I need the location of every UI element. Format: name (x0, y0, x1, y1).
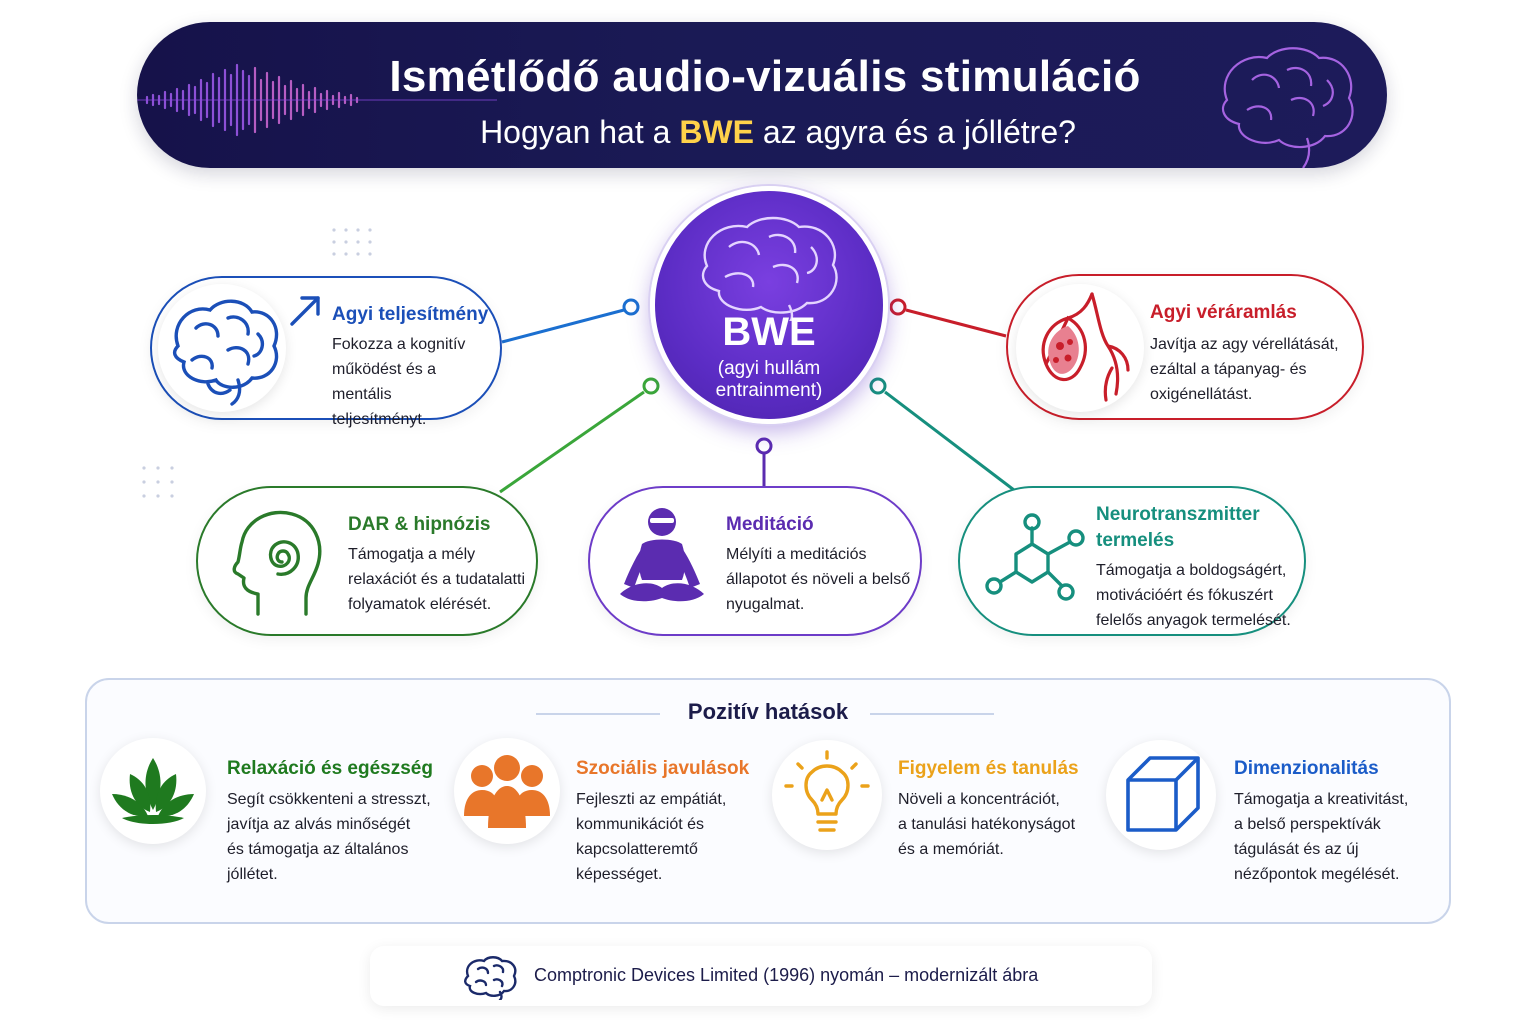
sound-wave-icon (137, 63, 497, 137)
effect-title: Dimenzionalitás (1234, 758, 1379, 779)
subtitle-post: az agyra és a jóllétre? (753, 114, 1076, 150)
feature-title: Neurotranszmitter termelés (1096, 502, 1260, 554)
feature-desc: Támogatja a mély relaxációt és a tudatal… (348, 542, 525, 617)
footer-brain-icon (464, 956, 517, 1000)
feature-card-neurotranszmitter: Neurotranszmitter termelés Támogatja a b… (958, 486, 1306, 636)
feature-desc-line: relaxációt és a tudatalatti (348, 571, 525, 588)
decorative-dots (332, 228, 372, 256)
effect-desc-line: kommunikációt és (576, 816, 705, 833)
effect-desc: Segít csökkenteni a stresszt, javítja az… (227, 787, 431, 887)
subtitle-highlight: BWE (679, 114, 754, 150)
connector-neurotranszmitter (884, 390, 1015, 492)
effect-desc: Fejleszti az empátiát, kommunikációt és … (576, 787, 726, 887)
lotus-icon-disc (100, 738, 206, 844)
effect-desc-line: képességet. (576, 866, 663, 883)
effect-desc-line: Segít csökkenteni a stresszt, (227, 791, 431, 808)
effect-title: Relaxáció és egészség (227, 758, 433, 779)
feature-card-meditacio: Meditáció Mélyíti a meditációs állapotot… (588, 486, 922, 636)
feature-desc-line: Támogatja a boldogságért, (1096, 562, 1287, 579)
effect-desc-line: Fejleszti az empátiát, (576, 791, 727, 808)
cube-icon (1126, 756, 1200, 832)
header-banner (137, 22, 1387, 168)
feature-title: Meditáció (726, 514, 814, 535)
meditation-icon (620, 508, 704, 602)
feature-desc-line: állapotot és növeli a belső (726, 571, 911, 588)
feature-card-agyi-veraramlas: Agyi véráramlás Javítja az agy vérellátá… (1006, 274, 1364, 420)
bwe-center-node (650, 186, 888, 424)
feature-title: Agyi véráramlás (1150, 302, 1297, 323)
footer-credit: Comptronic Devices Limited (1996) nyomán… (534, 965, 1039, 985)
decorative-dots (142, 466, 174, 498)
lotus-icon (112, 758, 194, 824)
feature-desc-line: Javítja az agy vérellátását, (1150, 336, 1339, 353)
connector-dar-hipnozis (499, 390, 645, 494)
effect-desc: Támogatja a kreativitást, a belső perspe… (1234, 787, 1408, 887)
blood-vessel-icon (1041, 292, 1130, 402)
molecule-icon (985, 513, 1085, 601)
center-sublabel-line1: (agyi hullám (717, 358, 821, 379)
feature-desc-line: működést és a mentális (332, 361, 437, 403)
feature-title: Agyi teljesítmény (332, 304, 489, 325)
effect-desc-line: Támogatja a kreativitást, (1234, 791, 1409, 808)
feature-desc-line: teljesítményt. (332, 411, 427, 428)
effect-desc-line: és támogatja az általános (227, 841, 409, 858)
feature-desc: Javítja az agy vérellátását, ezáltal a t… (1150, 332, 1339, 407)
feature-desc: Mélyíti a meditációs állapotot és növeli… (726, 542, 910, 617)
center-label: BWE (722, 310, 816, 354)
connector-agyi-teljesitmeny (501, 308, 625, 344)
effect-desc-line: és a memóriát. (898, 841, 1004, 858)
people-icon (464, 755, 550, 828)
brain-icon (172, 299, 279, 406)
effect-desc: Növeli a koncentrációt, a tanulási haték… (898, 787, 1075, 862)
feature-desc: Fokozza a kognitív működést és a mentáli… (332, 332, 500, 432)
arrow-up-right-icon (290, 296, 320, 326)
page-subtitle: Hogyan hat a BWE az agyra és a jóllétre? (0, 114, 1536, 151)
feature-title-line: termelés (1096, 530, 1175, 551)
effect-desc-line: kapcsolatteremtő (576, 841, 698, 858)
center-sublabel-line2: entrainment) (715, 380, 823, 401)
effects-heading: Pozitív hatások (687, 699, 849, 724)
feature-desc-line: folyamatok elérését. (348, 596, 492, 613)
effects-heading-rules (536, 713, 994, 715)
feature-card-dar-hipnozis: DAR & hipnózis Támogatja a mély relaxáci… (196, 486, 538, 636)
connector-agyi-veraramlas (905, 308, 1007, 338)
effect-desc-line: a tanulási hatékonyságot (898, 816, 1076, 833)
cube-icon-disc (1106, 740, 1216, 850)
banner-brain-icon (1221, 47, 1354, 168)
feature-desc-line: oxigénellátást. (1150, 386, 1253, 403)
blood-vessel-icon-disc (1016, 284, 1144, 412)
feature-title: DAR & hipnózis (348, 514, 491, 535)
effect-desc-line: javítja az alvás minőségét (227, 816, 411, 833)
feature-desc: Támogatja a boldogságért, motivációért é… (1096, 558, 1291, 633)
effect-desc-line: a belső perspektívák (1234, 816, 1381, 833)
subtitle-pre: Hogyan hat a (480, 114, 680, 150)
brain-icon-disc (158, 284, 286, 412)
feature-desc-line: nyugalmat. (726, 596, 805, 613)
lightbulb-icon (784, 750, 870, 832)
effect-desc-line: nézőpontok megélését. (1234, 866, 1400, 883)
feature-desc-line: Fokozza a kognitív (332, 336, 466, 353)
feature-title-line: Neurotranszmitter (1096, 504, 1260, 525)
effect-desc-line: jóllétet. (227, 866, 278, 883)
feature-desc-line: ezáltal a tápanyag- és (1150, 361, 1307, 378)
footer (370, 946, 1152, 1006)
effect-title: Szociális javulások (576, 758, 750, 779)
page-title: Ismétlődő audio-vizuális stimuláció (389, 52, 1141, 101)
positive-effects-panel (85, 678, 1451, 924)
lightbulb-icon-disc (772, 740, 882, 850)
feature-desc-line: motivációért és fókuszért (1096, 587, 1273, 604)
feature-desc-line: Mélyíti a meditációs (726, 546, 867, 563)
feature-desc-line: Támogatja a mély (348, 546, 476, 563)
people-icon-disc (454, 738, 560, 844)
effect-desc-line: tágulását és az új (1234, 841, 1359, 858)
feature-desc-line: felelős anyagok termelését. (1096, 612, 1291, 629)
center-brain-icon (701, 216, 838, 321)
effect-desc-line: Növeli a koncentrációt, (898, 791, 1060, 808)
effect-title: Figyelem és tanulás (898, 758, 1079, 779)
spiral-head-icon (232, 510, 322, 616)
center-sublabel: (agyi hullám entrainment) (650, 358, 888, 402)
feature-card-agyi-teljesitmeny: Agyi teljesítmény Fokozza a kognitív műk… (150, 276, 502, 428)
